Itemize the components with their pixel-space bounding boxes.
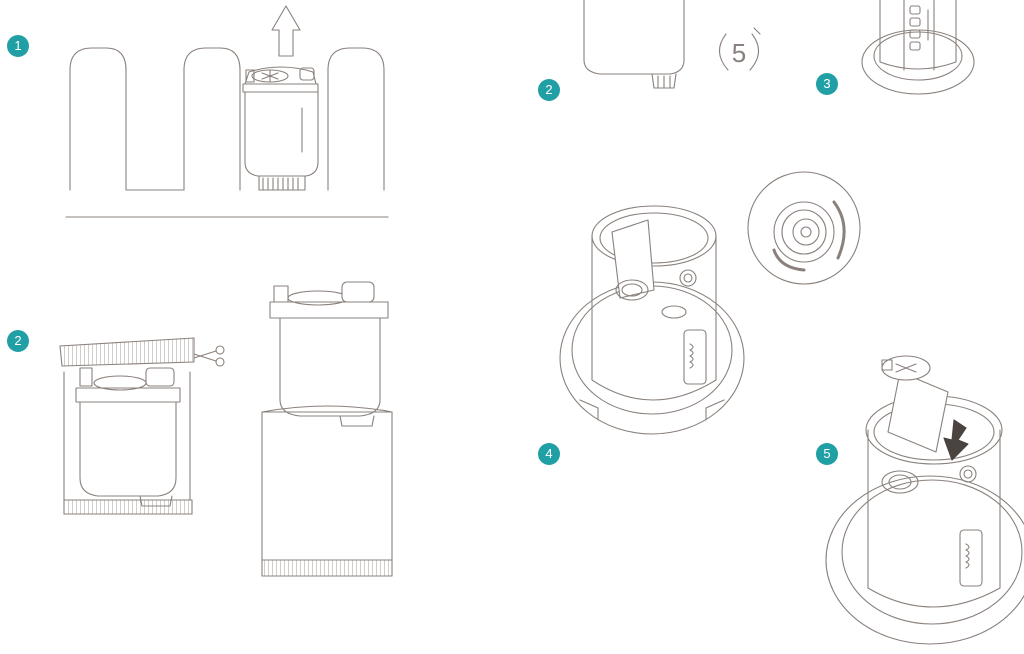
step3-device-base	[862, 0, 974, 94]
step5-insert-cartridge	[826, 356, 1024, 644]
step-badge-2-left: 2	[7, 330, 29, 352]
step-badge-1: 1	[7, 35, 29, 57]
arrow-up-icon	[272, 6, 300, 56]
valve-closeup-icon	[748, 172, 860, 284]
arrow-down-icon	[944, 420, 968, 460]
step2-unwrapped-cartridge	[262, 282, 392, 576]
step1-compartments-illustration	[66, 48, 388, 217]
step-badge-4: 4	[538, 443, 560, 465]
step-badge-5: 5	[816, 443, 838, 465]
step2-device-base-fragment	[584, 0, 684, 88]
timer-value: 5	[732, 38, 746, 68]
step4-open-device	[560, 206, 744, 434]
scissors-icon	[194, 346, 224, 366]
step2-bagged-cartridge	[60, 338, 194, 514]
step-badge-3: 3	[816, 73, 838, 95]
step-badge-2-right: 2	[538, 79, 560, 101]
